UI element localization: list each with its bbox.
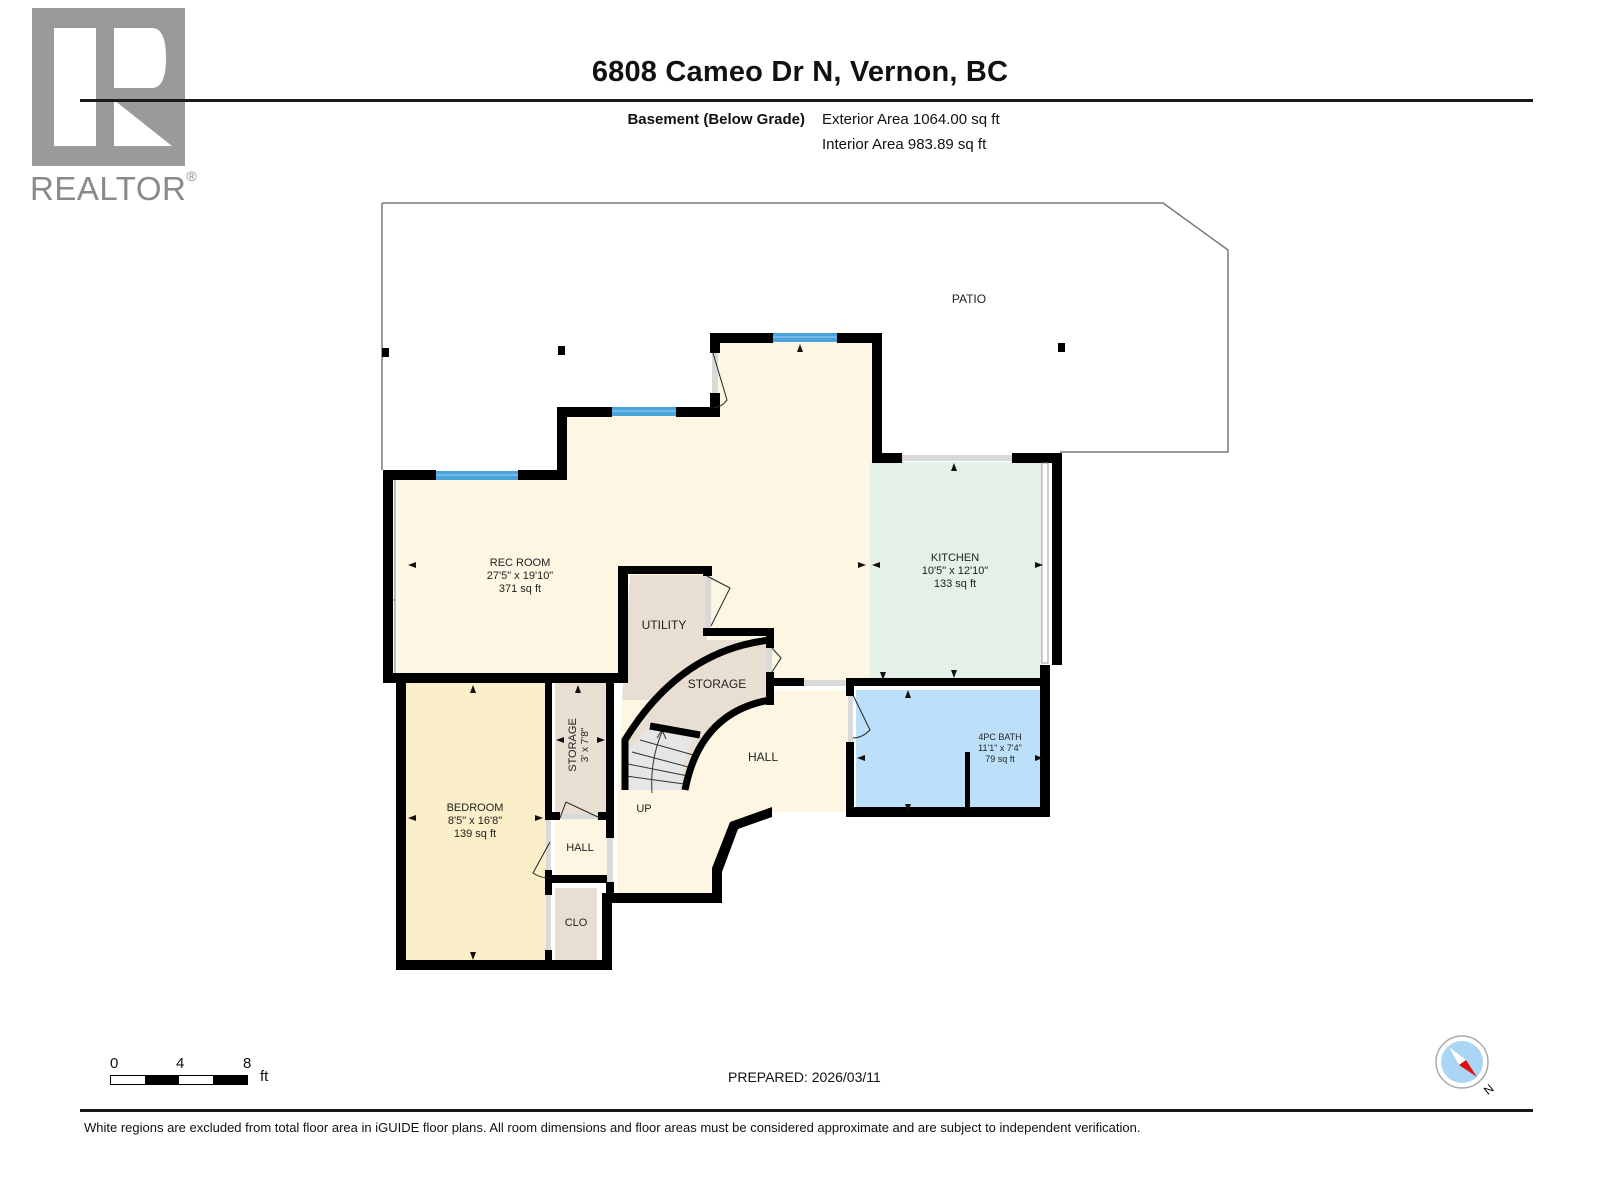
room-label-utility: UTILITY xyxy=(642,618,687,632)
svg-text:STORAGE: STORAGE xyxy=(567,718,579,772)
header-divider xyxy=(80,99,1533,102)
interior-area: Interior Area 983.89 sq ft xyxy=(822,136,987,153)
svg-text:BEDROOM: BEDROOM xyxy=(447,802,504,814)
bath-fill xyxy=(856,690,1049,810)
realtor-text: REALTOR xyxy=(30,170,187,207)
realtor-wordmark: REALTOR® xyxy=(30,168,198,208)
svg-text:REC ROOM: REC ROOM xyxy=(490,557,551,569)
stairs-up-label: UP xyxy=(636,803,651,815)
rec-room-fill xyxy=(392,342,872,680)
svg-text:KITCHEN: KITCHEN xyxy=(931,552,979,564)
svg-text:133 sq ft: 133 sq ft xyxy=(934,578,976,590)
compass-icon: N xyxy=(1435,1035,1505,1105)
scale-bar-labels: 0 4 8 xyxy=(108,1055,278,1073)
room-4pc-bath: 4PC BATH 11'1" x 7'4" 79 sq ft xyxy=(978,732,1022,764)
page-title: 6808 Cameo Dr N, Vernon, BC xyxy=(0,56,1600,89)
svg-text:3' x 7'8": 3' x 7'8" xyxy=(580,727,591,762)
scale-unit: ft xyxy=(260,1068,269,1085)
room-kitchen: KITCHEN 10'5" x 12'10" 133 sq ft xyxy=(922,552,989,590)
room-label-patio: PATIO xyxy=(952,292,986,306)
footer-divider xyxy=(80,1109,1533,1112)
svg-text:10'5" x 12'10": 10'5" x 12'10" xyxy=(922,565,989,577)
room-label-closet: CLO xyxy=(565,917,588,929)
realtor-r-mark-icon xyxy=(32,8,185,166)
exterior-area: Exterior Area 1064.00 sq ft xyxy=(822,111,1000,128)
scale-tick-8: 8 xyxy=(243,1055,252,1072)
svg-text:4PC BATH: 4PC BATH xyxy=(978,732,1021,742)
prepared-date: PREPARED: 2026/03/11 xyxy=(728,1069,881,1085)
kitchen-fill xyxy=(870,462,1043,680)
scale-tick-0: 0 xyxy=(110,1055,119,1072)
room-label-hall: HALL xyxy=(748,750,778,764)
room-label-small-hall: HALL xyxy=(566,842,594,854)
svg-text:11'1" x 7'4": 11'1" x 7'4" xyxy=(978,743,1022,753)
floor-level-label: Basement (Below Grade) xyxy=(627,111,805,128)
bedroom-fill xyxy=(404,683,547,963)
disclaimer-text: White regions are excluded from total fl… xyxy=(84,1120,1141,1135)
room-bedroom: BEDROOM 8'5" x 16'8" 139 sq ft xyxy=(447,802,504,840)
compass-north-label: N xyxy=(1481,1081,1497,1097)
closet-fill xyxy=(555,888,597,963)
address-title: 6808 Cameo Dr N, Vernon, BC xyxy=(591,56,1009,88)
patio-outline xyxy=(382,202,1229,453)
realtor-logo xyxy=(32,8,202,208)
storage-closet-fill xyxy=(555,683,607,818)
small-hall-fill xyxy=(555,818,607,878)
registered-mark: ® xyxy=(186,168,198,184)
room-rec-room: REC ROOM 27'5" x 19'10" 371 sq ft xyxy=(487,557,554,595)
scale-bar xyxy=(110,1075,248,1085)
room-label-storage: STORAGE xyxy=(688,677,746,691)
svg-text:79 sq ft: 79 sq ft xyxy=(985,754,1015,764)
svg-text:8'5" x 16'8": 8'5" x 16'8" xyxy=(448,815,502,827)
svg-text:371 sq ft: 371 sq ft xyxy=(499,583,541,595)
scale-tick-4: 4 xyxy=(176,1055,185,1072)
svg-text:139 sq ft: 139 sq ft xyxy=(454,828,496,840)
svg-text:27'5" x 19'10": 27'5" x 19'10" xyxy=(487,570,554,582)
room-storage-closet: STORAGE 3' x 7'8" xyxy=(567,718,591,772)
